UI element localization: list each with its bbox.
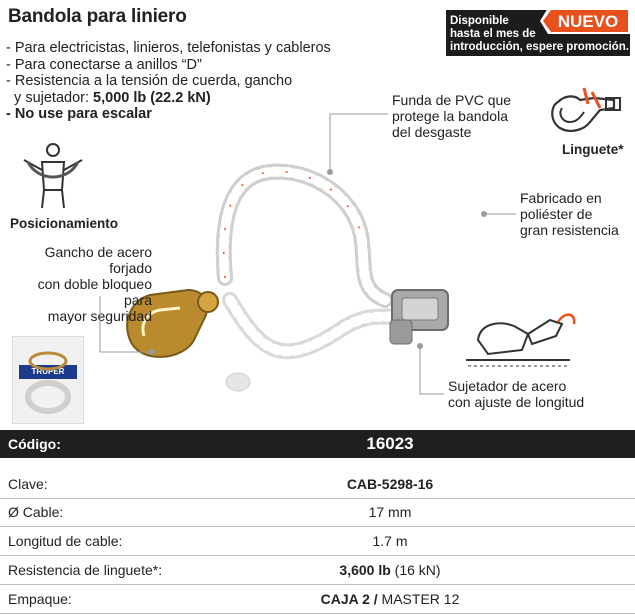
nuevo-label: NUEVO bbox=[558, 12, 618, 31]
callout-line: con ajuste de longitud bbox=[448, 394, 585, 410]
rope-adjuster bbox=[389, 289, 449, 345]
package-thumbnail: TRUPER bbox=[12, 336, 84, 424]
spec-value-bold: 3,600 lb bbox=[339, 562, 391, 578]
hand-adjuster-icon bbox=[466, 313, 576, 367]
spec-value: 1.7 m bbox=[372, 533, 408, 549]
callout-sujetador: Sujetador de acero con ajuste de longitu… bbox=[448, 378, 584, 410]
feature-list: - Para electricistas, linieros, telefoni… bbox=[6, 40, 331, 123]
spec-label: Longitud de cable: bbox=[8, 533, 123, 549]
spec-row-empaque: Empaque: CAJA 2 / MASTER 12 bbox=[0, 585, 635, 614]
spec-value-rest: MASTER 12 bbox=[377, 591, 460, 607]
spec-value: CAJA 2 / MASTER 12 bbox=[300, 591, 480, 607]
spec-value: CAB-5298-16 bbox=[346, 476, 434, 492]
spec-row-resistencia: Resistencia de linguete*: 3,600 lb (16 k… bbox=[0, 556, 635, 585]
spec-value: 16023 bbox=[366, 434, 414, 453]
spec-value-rest: (16 kN) bbox=[390, 562, 441, 578]
callout-line: Gancho de acero forjado bbox=[44, 244, 152, 276]
spec-value: 17 mm bbox=[368, 504, 412, 520]
callout-funda: Funda de PVC que protege la bandola del … bbox=[392, 92, 511, 140]
leader-dot bbox=[481, 211, 487, 217]
promo-line: hasta el mes de bbox=[450, 28, 536, 40]
feature-text: y sujetador: bbox=[6, 89, 90, 106]
callout-line: Funda de PVC que bbox=[392, 92, 512, 108]
callout-line: Sujetador de acero bbox=[448, 378, 567, 394]
brand-label: TRUPER bbox=[19, 365, 77, 379]
leader-funda bbox=[329, 113, 388, 170]
leader-gancho bbox=[99, 296, 150, 353]
callout-line: poliéster de bbox=[520, 206, 593, 222]
spec-label: Clave: bbox=[8, 476, 48, 492]
spec-value: 3,600 lb (16 kN) bbox=[300, 562, 480, 578]
callout-line: del desgaste bbox=[392, 124, 472, 140]
spec-label: Empaque: bbox=[8, 591, 72, 607]
leader-dot bbox=[417, 343, 423, 349]
feature-item: - Resistencia a la tensión de cuerda, ga… bbox=[6, 73, 293, 89]
spec-row-cable: Ø Cable: 17 mm bbox=[0, 498, 635, 527]
feature-item: y sujetador: 5,000 lb (22.2 kN) bbox=[6, 90, 331, 107]
feature-item: - Para conectarse a anillos “D” bbox=[6, 56, 202, 73]
callout-fabricado: Fabricado en poliéster de gran resistenc… bbox=[520, 190, 619, 238]
lanyard-illustration bbox=[126, 163, 449, 392]
linguete-icon bbox=[551, 87, 621, 132]
leader-dot bbox=[149, 349, 155, 355]
promo-line: Disponible bbox=[450, 15, 509, 27]
product-title: Bandola para liniero bbox=[8, 6, 187, 27]
leader-sujetador bbox=[419, 348, 444, 395]
callout-lines bbox=[99, 113, 516, 395]
spec-value-bold: CAJA 2 / bbox=[320, 591, 378, 607]
callout-line: protege la bandola bbox=[392, 108, 508, 124]
spec-row-codigo: Código: 16023 bbox=[0, 430, 635, 458]
nuevo-badge: NUEVO bbox=[540, 8, 630, 34]
worker-positioning-icon bbox=[23, 143, 83, 209]
callout-line: gran resistencia bbox=[520, 222, 619, 238]
linguete-label: Linguete* bbox=[562, 142, 624, 157]
spec-label: Resistencia de linguete*: bbox=[8, 562, 163, 578]
spec-label: Ø Cable: bbox=[8, 504, 64, 520]
posicionamiento-label: Posicionamiento bbox=[10, 216, 119, 231]
callout-line: con doble bloqueo para bbox=[37, 276, 152, 308]
promo-line: introducción, espere promoción. bbox=[450, 41, 629, 53]
spec-row-longitud: Longitud de cable: 1.7 m bbox=[0, 527, 635, 556]
spec-label: Código: bbox=[8, 436, 61, 452]
spec-row-clave: Clave: CAB-5298-16 bbox=[0, 470, 635, 499]
coiled-rope-icon bbox=[25, 351, 71, 414]
leader-dot bbox=[327, 169, 333, 175]
callout-line: Fabricado en bbox=[520, 190, 602, 206]
feature-item-warning: - No use para escalar bbox=[6, 106, 152, 122]
feature-item: - Para electricistas, linieros, telefoni… bbox=[6, 40, 331, 56]
promo-text: Disponible hasta el mes de introducción,… bbox=[450, 15, 629, 54]
snap-hook bbox=[126, 288, 219, 358]
feature-strength: 5,000 lb (22.2 kN) bbox=[93, 89, 211, 106]
